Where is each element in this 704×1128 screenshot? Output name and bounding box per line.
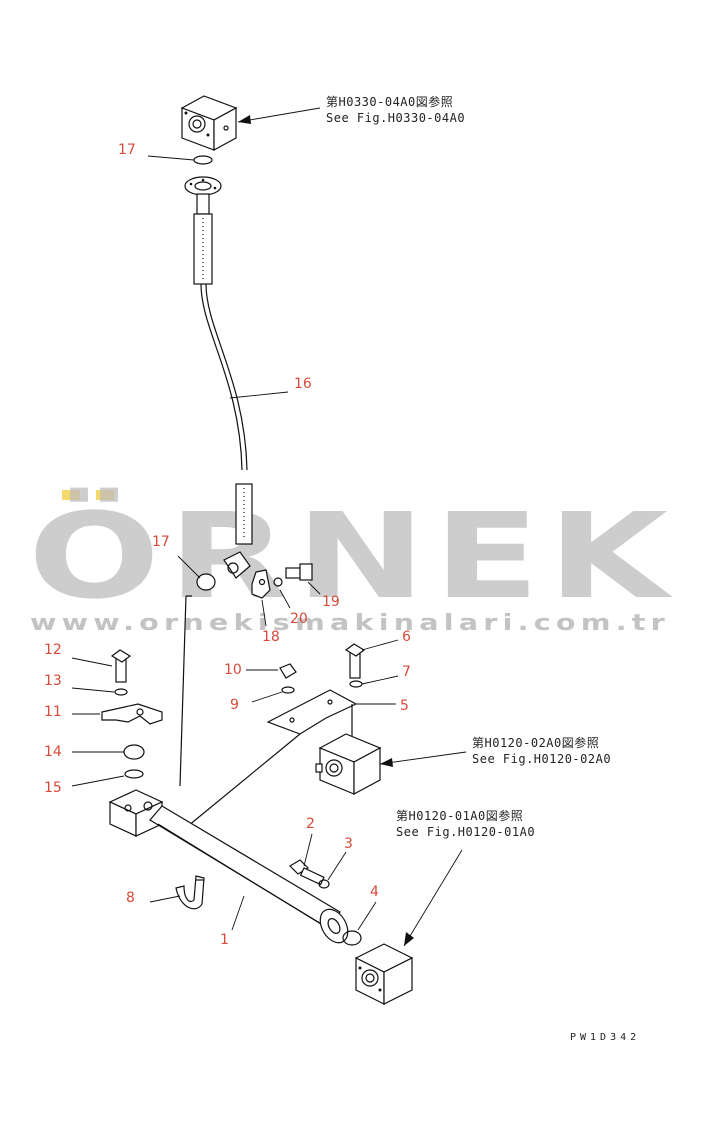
hose-assembly [184, 176, 253, 545]
reference-lower-jp: 第H0120-01A0図参照 [396, 808, 523, 823]
pipe-flange-fasteners [289, 859, 362, 946]
watermark-umlaut-left [62, 490, 80, 500]
callout-3: 3 [344, 836, 353, 852]
lower-valve-block [354, 943, 414, 1005]
callout-11: 11 [44, 704, 62, 720]
reference-top-jp: 第H0330-04A0図参照 [326, 94, 453, 109]
bracket-assembly [187, 643, 366, 827]
callout-5: 5 [400, 698, 409, 714]
callout-10: 10 [224, 662, 242, 678]
callout-15: 15 [44, 780, 62, 796]
reference-top-en: See Fig.H0330-04A0 [326, 111, 465, 125]
watermark-umlaut-right [96, 490, 114, 500]
callout-13: 13 [44, 673, 62, 689]
reference-lower-en: See Fig.H0120-01A0 [396, 825, 535, 839]
callout-17-bottom: 17 [152, 534, 170, 550]
watermark-url: www.ornekismakinalari.com.tr [30, 611, 670, 636]
callout-16: 16 [294, 376, 312, 392]
reference-middle-jp: 第H0120-02A0図参照 [472, 735, 599, 750]
elbow-fitting [175, 875, 205, 910]
callout-17-top: 17 [118, 142, 136, 158]
reference-middle: 第H0120-02A0図参照 See Fig.H0120-02A0 [472, 735, 611, 766]
o-ring-top [193, 155, 213, 165]
hose-lower-fittings [177, 551, 313, 787]
watermark: ÖRNEK www.ornekismakinalari.com.tr [28, 487, 676, 636]
top-valve-block [180, 95, 238, 152]
callout-12: 12 [44, 642, 62, 658]
middle-valve-block [315, 733, 382, 796]
callout-19: 19 [322, 594, 340, 610]
callout-6: 6 [402, 629, 411, 645]
callout-1: 1 [220, 932, 229, 948]
callout-14: 14 [44, 744, 62, 760]
main-pipe [108, 789, 349, 944]
watermark-brand: ÖRNEK [28, 487, 676, 625]
reference-lower: 第H0120-01A0図参照 See Fig.H0120-01A0 [396, 808, 535, 839]
reference-top: 第H0330-04A0図参照 See Fig.H0330-04A0 [326, 94, 465, 125]
drawing-code: PW1D342 [570, 1032, 640, 1043]
callout-18: 18 [262, 629, 280, 645]
callout-7: 7 [402, 664, 411, 680]
left-small-parts [101, 649, 163, 779]
reference-middle-en: See Fig.H0120-02A0 [472, 752, 611, 766]
callout-4: 4 [370, 884, 379, 900]
callout-9: 9 [230, 697, 239, 713]
callout-20: 20 [290, 611, 308, 627]
callout-8: 8 [126, 890, 135, 906]
callout-2: 2 [306, 816, 315, 832]
